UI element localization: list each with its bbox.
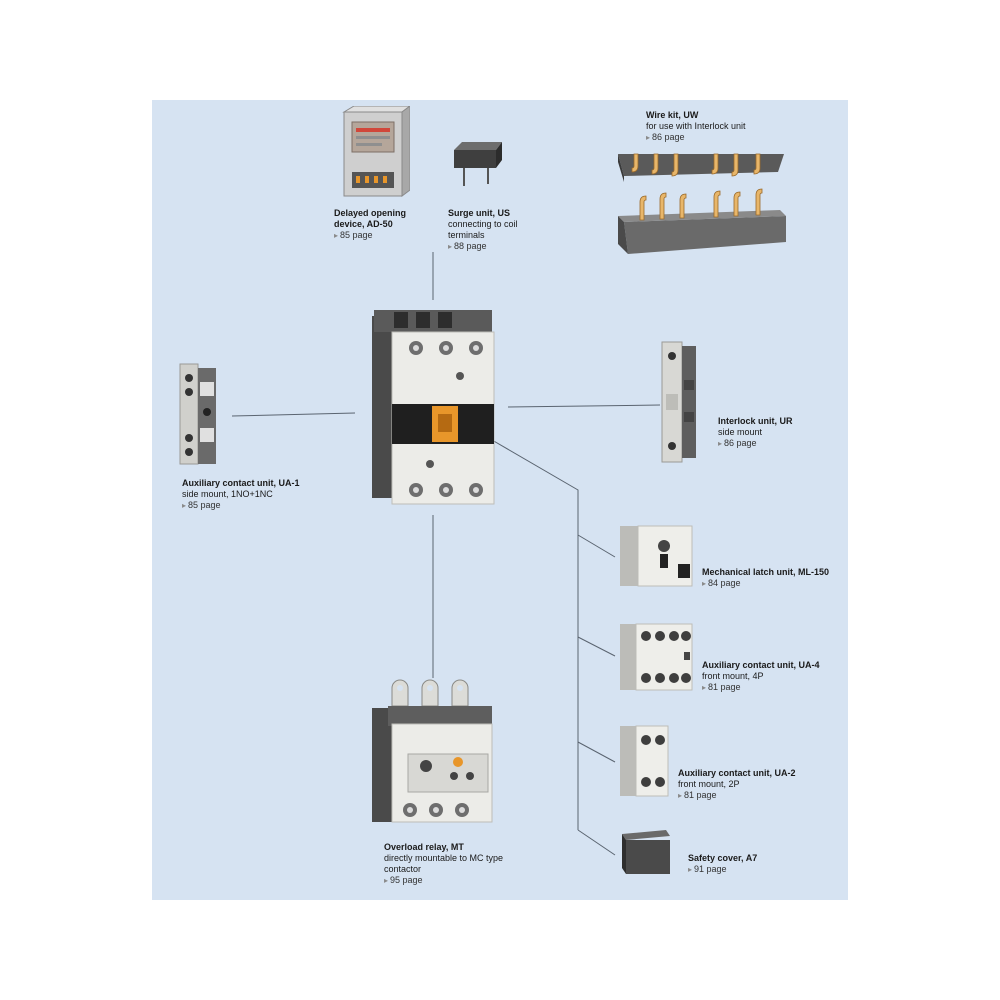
front-auxiliary-2p-icon (620, 725, 669, 797)
wire-kit-icon (618, 153, 786, 254)
page-ref: ▸81 page (678, 790, 796, 801)
label-delayed-opening: Delayed opening device, AD-50 ▸85 page (334, 208, 406, 241)
interlock-unit-icon (661, 341, 696, 463)
label-title: Safety cover, A7 (688, 853, 758, 863)
side-auxiliary-contact-icon (179, 363, 216, 465)
label-subtitle: side mount, 1NO+1NC (182, 489, 273, 499)
label-title: Surge unit, US (448, 208, 511, 218)
label-surge-unit: Surge unit, US connecting to coil termin… (448, 208, 518, 252)
arrow-icon: ▸ (182, 501, 187, 510)
page-ref: ▸86 page (718, 438, 793, 449)
link-right (507, 404, 661, 408)
arrow-icon: ▸ (334, 231, 339, 240)
page-ref: ▸95 page (384, 875, 503, 886)
label-overload: Overload relay, MT directly mountable to… (384, 842, 503, 886)
page-ref-text: 85 page (188, 500, 221, 510)
arrow-icon: ▸ (688, 865, 693, 874)
label-subtitle: side mount (718, 427, 763, 437)
page-ref: ▸88 page (448, 241, 518, 252)
label-interlock: Interlock unit, UR side mount ▸86 page (718, 416, 793, 449)
label-wire-kit: Wire kit, UW for use with Interlock unit… (646, 110, 746, 143)
label-subtitle-2: terminals (448, 230, 485, 240)
page-ref-text: 88 page (454, 241, 487, 251)
arrow-icon: ▸ (384, 876, 389, 885)
arrow-icon: ▸ (646, 133, 651, 142)
label-safety-cover: Safety cover, A7 ▸91 page (688, 853, 757, 875)
label-subtitle: connecting to coil (448, 219, 518, 229)
label-aux-ua2: Auxiliary contact unit, UA-2 front mount… (678, 768, 796, 801)
label-subtitle: for use with Interlock unit (646, 121, 746, 131)
page-ref-text: 86 page (724, 438, 757, 448)
label-title: Delayed opening (334, 208, 407, 218)
label-title: Overload relay, MT (384, 842, 464, 852)
label-title: Auxiliary contact unit, UA-4 (702, 660, 820, 670)
page-ref-text: 81 page (708, 682, 741, 692)
page-ref: ▸85 page (182, 500, 300, 511)
page-ref-text: 81 page (684, 790, 717, 800)
link-left (231, 412, 356, 417)
page-ref-text: 86 page (652, 132, 685, 142)
link-trunk (491, 439, 579, 830)
label-subtitle: directly mountable to MC type (384, 853, 504, 863)
page-ref: ▸85 page (334, 230, 406, 241)
label-aux-ua4: Auxiliary contact unit, UA-4 front mount… (702, 660, 820, 693)
label-title: Auxiliary contact unit, UA-1 (182, 478, 300, 488)
link-ua2 (577, 741, 616, 763)
page-ref-text: 95 page (390, 875, 423, 885)
surge-unit-icon (454, 142, 502, 186)
page-ref: ▸91 page (688, 864, 757, 875)
label-title: Wire kit, UW (646, 110, 699, 120)
page-ref: ▸81 page (702, 682, 820, 693)
label-aux-ua1: Auxiliary contact unit, UA-1 side mount,… (182, 478, 300, 511)
arrow-icon: ▸ (702, 683, 707, 692)
label-title: Interlock unit, UR (718, 416, 793, 426)
label-subtitle: front mount, 2P (678, 779, 740, 789)
page-ref-text: 85 page (340, 230, 373, 240)
arrow-icon: ▸ (678, 791, 683, 800)
arrow-icon: ▸ (702, 579, 707, 588)
link-ua4 (577, 636, 616, 657)
page-ref: ▸84 page (702, 578, 829, 589)
delayed-opening-device-icon (342, 106, 410, 197)
arrow-icon: ▸ (448, 242, 453, 251)
label-subtitle-2: contactor (384, 864, 422, 874)
front-auxiliary-4p-icon (620, 623, 693, 691)
label-title: Mechanical latch unit, ML-150 (702, 567, 830, 577)
label-title: Auxiliary contact unit, UA-2 (678, 768, 796, 778)
mechanical-latch-icon (620, 525, 693, 587)
page-ref: ▸86 page (646, 132, 746, 143)
page-ref-text: 84 page (708, 578, 741, 588)
safety-cover-icon (622, 830, 670, 874)
arrow-icon: ▸ (718, 439, 723, 448)
link-cover (577, 829, 616, 856)
label-subtitle: device, AD-50 (334, 219, 393, 229)
magnetic-contactor-icon (372, 310, 495, 505)
label-latch: Mechanical latch unit, ML-150 ▸84 page (702, 567, 829, 589)
overload-relay-icon (372, 679, 493, 823)
label-subtitle: front mount, 4P (702, 671, 764, 681)
page-ref-text: 91 page (694, 864, 727, 874)
link-latch (577, 534, 616, 558)
